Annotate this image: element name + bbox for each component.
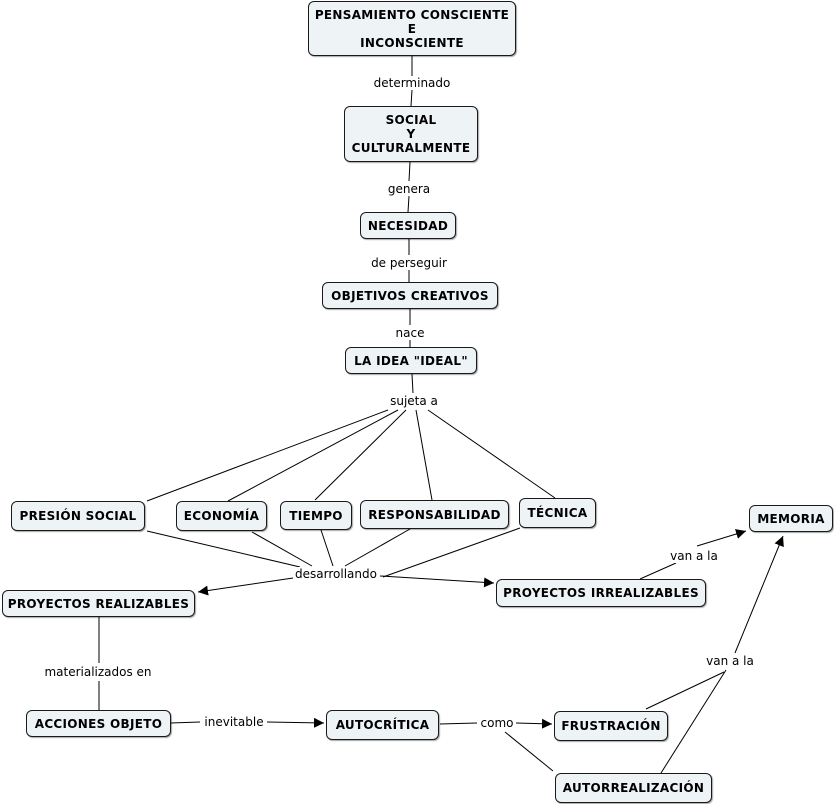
line-idea-sujeta [411, 373, 414, 394]
node-tiempo[interactable]: TIEMPO [280, 501, 352, 530]
arrow-como-frustracion [515, 718, 553, 729]
line-determinado-social [410, 89, 413, 107]
node-frustracion[interactable]: FRUSTRACIÓN [554, 711, 668, 741]
line-sujeta-responsabilidad [415, 409, 433, 501]
line-como-autorrealizacion [504, 731, 554, 772]
line-autocritica-como [439, 722, 478, 725]
node-responsabilidad[interactable]: RESPONSABILIDAD [360, 500, 509, 529]
link-label-sujeta-a: sujeta a [388, 394, 440, 408]
node-autorrealizacion[interactable]: AUTORREALIZACIÓN [555, 773, 712, 803]
link-label-desarrollando: desarrollando [293, 567, 379, 581]
line-economia-desarrollando [251, 531, 313, 567]
node-proyectos-irrealizables[interactable]: PROYECTOS IRREALIZABLES [496, 579, 706, 607]
line-sujeta-economia [227, 409, 399, 502]
line-presion-desarrollando [146, 530, 301, 568]
node-tecnica[interactable]: TÉCNICA [519, 498, 596, 528]
link-label-como: como [478, 716, 516, 730]
arrow-desarrollando-irrealizables [379, 575, 495, 588]
link-label-materializados-en: materializados en [42, 665, 154, 679]
node-presion-social[interactable]: PRESIÓN SOCIAL [11, 501, 145, 531]
line-sujeta-tecnica [427, 409, 556, 499]
line-tiempo-desarrollando [320, 529, 334, 567]
node-economia[interactable]: ECONOMÍA [176, 501, 267, 531]
arrow-vanala-memoria-2 [734, 535, 784, 654]
node-objetivos-creativos[interactable]: OBJETIVOS CREATIVOS [322, 282, 498, 309]
link-label-genera: genera [385, 182, 433, 196]
node-proyectos-realizables[interactable]: PROYECTOS REALIZABLES [2, 590, 195, 617]
line-frustracion-vanala [645, 671, 725, 710]
line-genera-necesidad [407, 195, 410, 213]
link-label-inevitable: inevitable [202, 715, 266, 729]
node-pensamiento-consciente[interactable]: PENSAMIENTO CONSCIENTE E INCONSCIENTE [308, 1, 516, 56]
node-acciones-objeto[interactable]: ACCIONES OBJETO [26, 710, 171, 737]
line-social-genera [408, 161, 411, 182]
line-responsabilidad-desarrollando [344, 528, 411, 567]
node-memoria[interactable]: MEMORIA [749, 505, 833, 532]
node-necesidad[interactable]: NECESIDAD [360, 212, 456, 239]
arrow-desarrollando-realizables [197, 577, 294, 596]
line-sujeta-presion [146, 409, 389, 502]
link-label-nace: nace [393, 326, 427, 340]
node-social-y-culturalmente[interactable]: SOCIAL Y CULTURALMENTE [344, 106, 478, 162]
node-autocritica[interactable]: AUTOCRÍTICA [326, 710, 439, 740]
link-label-van-a-la-memoria: van a la [668, 549, 720, 563]
arrow-inevitable-autocritica [266, 717, 325, 728]
link-label-van-a-la: van a la [704, 654, 756, 668]
node-la-idea-ideal[interactable]: LA IDEA "IDEAL" [345, 347, 477, 374]
arrow-vanala-memoria [696, 529, 747, 547]
line-irrealizables-vanala [639, 562, 677, 580]
line-autorrealizacion-vanala [660, 669, 727, 774]
link-label-de-perseguir: de perseguir [369, 256, 449, 270]
line-acciones-inevitable [170, 721, 201, 724]
link-label-determinado: determinado [371, 76, 453, 90]
line-sujeta-tiempo [314, 409, 407, 501]
line-tecnica-desarrollando [382, 527, 521, 578]
